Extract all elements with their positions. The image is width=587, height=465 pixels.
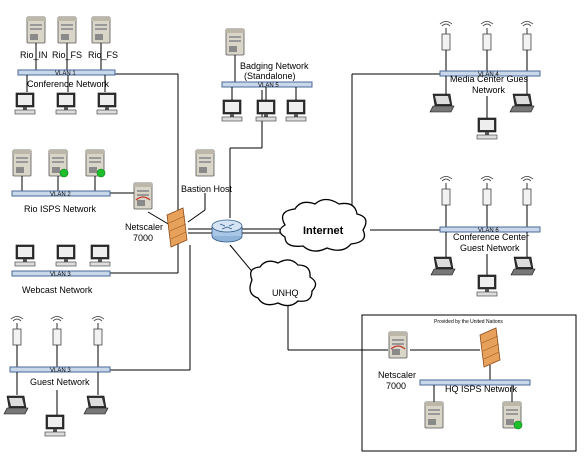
wireless-access-point-icon: [91, 316, 105, 346]
workstation-icon: [14, 244, 36, 267]
unhq-label: UNHQ: [272, 288, 299, 298]
laptop-icon: [509, 93, 535, 113]
media-center-network-group: VLAN 4 Media Center Gues Network: [429, 21, 541, 140]
cloud-icon: UNHQ: [249, 259, 317, 307]
vlan-label: VLAN 2: [50, 192, 71, 198]
conference-center-label: Conference Center: [453, 232, 529, 242]
laptop-icon: [429, 93, 455, 113]
wireless-access-point-icon: [10, 316, 24, 346]
green-status-icon: [59, 168, 69, 178]
guest-network-group: VLAN 3 Guest Network: [3, 316, 111, 437]
wireless-access-point-icon: [50, 316, 64, 346]
provided-by-label: Provided by the United Nations: [434, 319, 503, 325]
hq-isps-network-label: HQ ISPS Network: [445, 384, 518, 394]
server-icon: [225, 28, 245, 56]
wireless-access-point-icon: [439, 21, 453, 51]
firewall-icon: [166, 207, 188, 248]
bastion-host-label: Bastion Host: [181, 184, 233, 194]
conference-center-network-group: VLAN 6 Conference Center Guest Network: [430, 176, 541, 297]
workstation-icon: [255, 99, 277, 122]
netscaler-label: Netscaler: [125, 222, 163, 232]
server-icon: [195, 149, 215, 177]
laptop-icon: [3, 395, 29, 415]
netscaler-hq-model-label: 7000: [386, 381, 406, 391]
wireless-access-point-icon: [480, 176, 494, 206]
vlan-bus: [419, 379, 531, 386]
server-icon: [26, 16, 46, 44]
hq-provided-box: Provided by the United Nations Netscaler…: [361, 314, 577, 452]
rio-in-label: Rio_IN: [20, 50, 48, 60]
vlan-label: VLAN 5: [258, 83, 279, 89]
cloud-icon: Internet: [279, 198, 367, 252]
vlan-bus: [9, 366, 111, 373]
guest-network-label: Guest Network: [30, 377, 90, 387]
workstation-icon: [14, 92, 36, 115]
rio-isps-network-group: VLAN 2 Rio ISPS Network: [11, 149, 111, 214]
vlan-label: VLAN 3: [50, 368, 71, 374]
rio-fs-label-1: Rio_FS: [52, 50, 82, 60]
conference-center-guest-label: Guest Network: [460, 243, 520, 253]
badging-network-label: Badging Network: [240, 61, 309, 71]
vlan-label: VLAN 4: [478, 72, 499, 78]
workstation-icon: [89, 244, 111, 267]
vlan-bus: [439, 226, 541, 233]
workstation-icon: [44, 414, 66, 437]
workstation-icon: [221, 99, 243, 122]
firewall-icon: [479, 327, 501, 368]
vlan-bus: [11, 270, 111, 277]
server-icon: [57, 16, 77, 44]
media-center-label: Media Center Gues: [450, 74, 529, 84]
wires: [110, 73, 491, 380]
netscaler-group: Netscaler 7000: [125, 182, 163, 243]
vlan-label: VLAN 6: [478, 228, 499, 234]
server-icon: [12, 149, 32, 177]
vlan-label: VLAN 3: [50, 272, 71, 278]
netscaler-model-label: 7000: [133, 233, 153, 243]
wireless-access-point-icon: [520, 21, 534, 51]
server-icon: [133, 182, 153, 210]
webcast-network-group: VLAN 3 Webcast Network: [11, 244, 111, 295]
vlan-bus: [17, 69, 116, 76]
server-icon: [91, 16, 111, 44]
webcast-network-label: Webcast Network: [22, 285, 93, 295]
vlan-bus: [439, 70, 541, 77]
server-icon: [424, 401, 444, 429]
laptop-icon: [83, 395, 109, 415]
workstation-icon: [476, 274, 498, 297]
wireless-access-point-icon: [520, 176, 534, 206]
green-status-icon: [513, 420, 523, 430]
rio-isps-network-label: Rio ISPS Network: [24, 204, 97, 214]
laptop-icon: [510, 256, 536, 276]
rio-fs-label-2: Rio_FS: [88, 50, 118, 60]
vlan-label: VLAN 1: [55, 71, 76, 77]
workstation-icon: [55, 92, 77, 115]
wireless-access-point-icon: [480, 21, 494, 51]
badging-standalone-label: (Standalone): [244, 71, 296, 81]
green-status-icon: [96, 168, 106, 178]
server-icon: [388, 331, 408, 359]
laptop-icon: [430, 256, 456, 276]
netscaler-hq-label: Netscaler: [378, 370, 416, 380]
badging-network-group: Badging Network (Standalone) VLAN 5: [221, 28, 313, 122]
internet-label: Internet: [303, 225, 344, 237]
vlan-bus: [221, 81, 313, 88]
workstation-icon: [96, 92, 118, 115]
workstation-icon: [476, 117, 498, 140]
wireless-access-point-icon: [439, 176, 453, 206]
workstation-icon: [285, 99, 307, 122]
media-center-network-label: Network: [472, 85, 506, 95]
bastion-host-group: Bastion Host: [181, 149, 233, 194]
router-icon: [211, 219, 243, 243]
vlan-bus: [11, 190, 111, 197]
conference-network-group: Rio_IN Rio_FS Rio_FS VLAN 1 Conference N…: [14, 16, 118, 115]
workstation-icon: [55, 244, 77, 267]
